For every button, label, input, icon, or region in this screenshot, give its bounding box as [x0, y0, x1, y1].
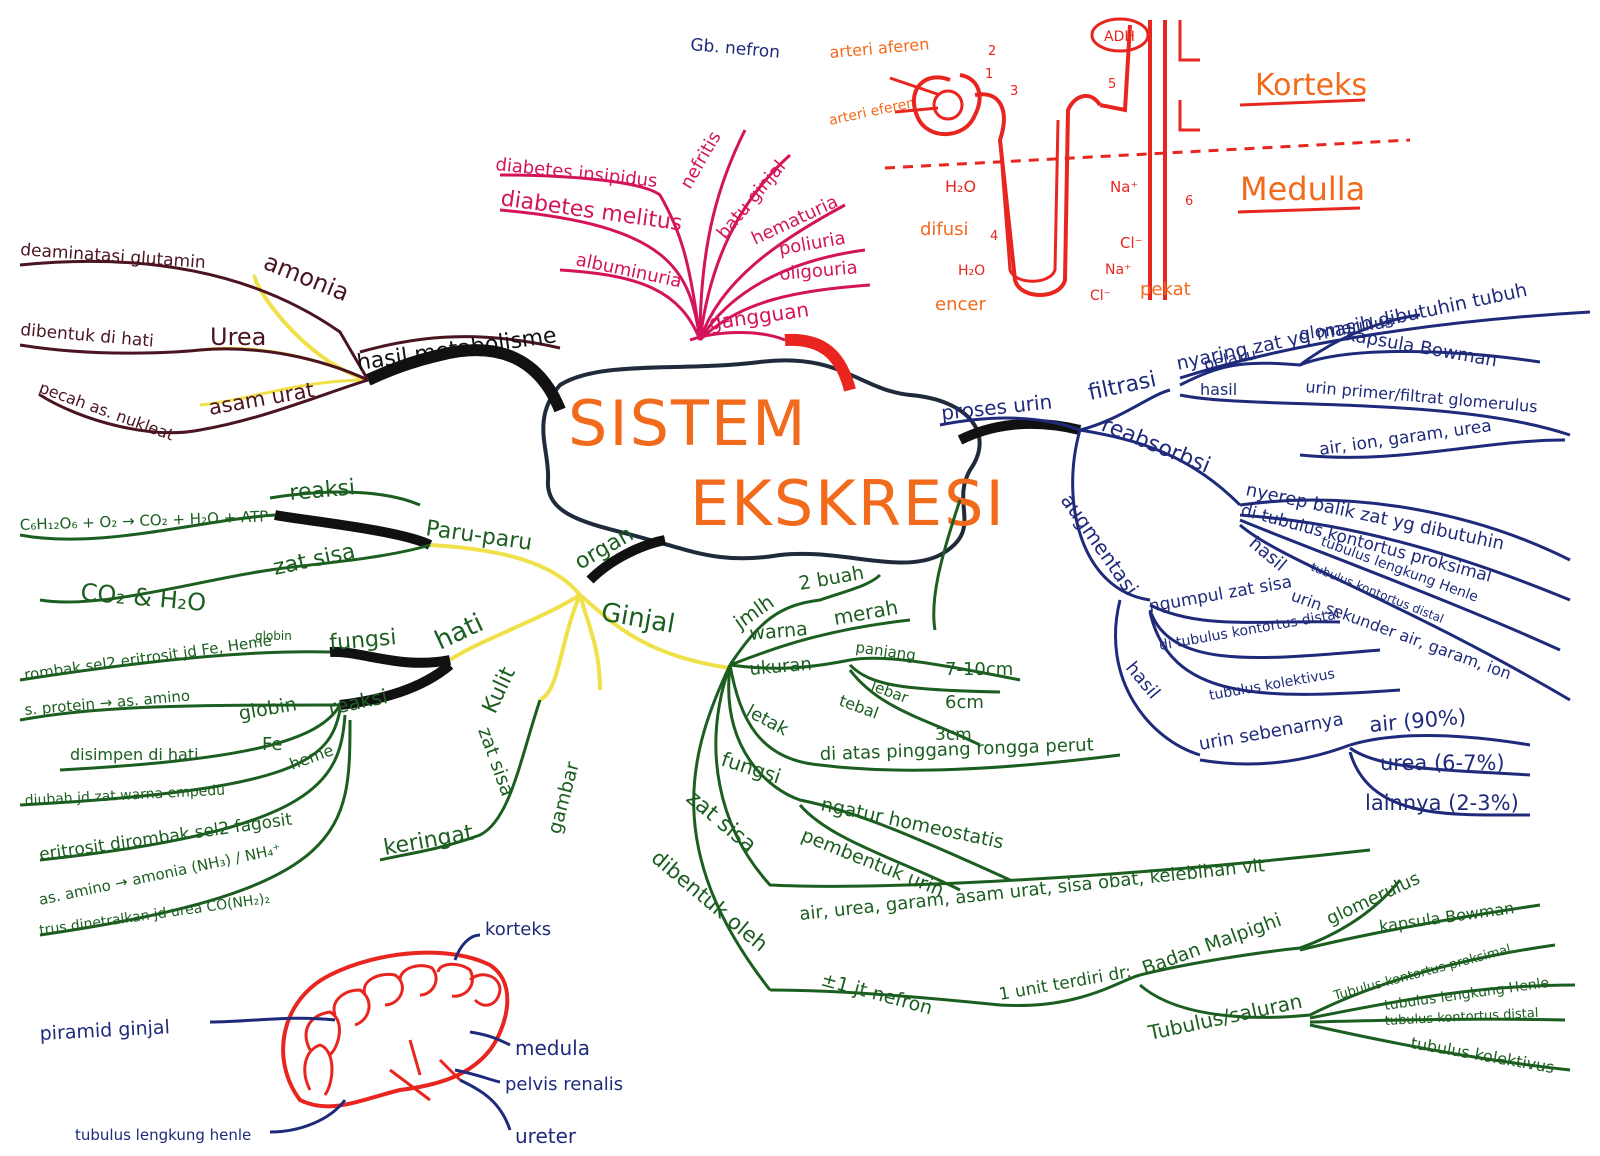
aug-hasil: hasil: [1121, 658, 1164, 704]
hati-fungsi: fungsi: [328, 625, 397, 656]
nephron-korteks: Korteks: [1255, 68, 1367, 103]
ginjal-l-val: 6cm: [945, 692, 984, 713]
branch-metabolisme: hasil metabolisme amonia deaminatasi glu…: [20, 240, 566, 444]
nephron-num-4: 4: [990, 229, 998, 244]
filtrasi-kapsula: kapsula Bowman: [1344, 324, 1498, 371]
hati-globin: globin: [237, 693, 298, 725]
paru-zat-sisa: zat sisa: [271, 539, 358, 581]
ginjal-p-val: 7-10cm: [945, 659, 1013, 680]
aug-lainnya: lainnya (2-3%): [1365, 791, 1519, 815]
kidney-ureter: ureter: [515, 1124, 577, 1148]
ginjal-dua: 2 buah: [797, 562, 866, 595]
kidney-piramid: piramid ginjal: [39, 1016, 170, 1045]
kulit-label: Kulit: [478, 663, 521, 718]
nephron-encer: encer: [935, 294, 986, 315]
aug-desc: ngumpul zat sisa: [1147, 572, 1293, 617]
gangguan-item: oligouria: [779, 257, 859, 285]
metab-asamurat-desc: pecah as. nukleat: [37, 378, 177, 444]
nephron-h2o-2: H₂O: [958, 263, 985, 279]
hati-disimpen: disimpen di hati: [70, 745, 199, 764]
paru-reaksi-desc: C₆H₁₂O₆ + O₂ → CO₂ + H₂O + ATP: [20, 507, 269, 534]
aug-di: di tubulus kontortus distal: [1158, 606, 1341, 654]
nephron-arteri-aferen: arteri aferen: [829, 34, 930, 62]
ginjal-t-val: 3cm: [935, 725, 972, 745]
ginjal-t-item: tubulus kolektivus: [1409, 1033, 1556, 1077]
kidney-diagram: korteks piramid ginjal medula pelvis ren…: [39, 919, 623, 1148]
paru-reaksi: reaksi: [288, 475, 356, 506]
ginjal-dibentuk: dibentuk oleh: [647, 845, 773, 956]
nephron-pekat: pekat: [1140, 279, 1191, 300]
kidney-pelvis: pelvis renalis: [505, 1074, 623, 1095]
nephron-na: Na⁺: [1110, 178, 1138, 196]
ginjal-letak: letak: [743, 701, 793, 741]
branch-organ: organ Paru-paru reaksi C₆H₁₂O₆ + O₂ → CO…: [20, 475, 731, 939]
ginjal-letak-desc: di atas pinggang rongga perut: [819, 734, 1094, 765]
kulit-keringat: keringat: [382, 820, 476, 860]
ginjal-warna: warna: [749, 618, 809, 645]
ginjal-m-kapsula: kapsula Bowman: [1378, 898, 1515, 936]
ginjal-terdiri: 1 unit terdiri dr:: [997, 962, 1133, 1005]
metab-amonia: amonia: [260, 248, 353, 307]
aug-hasil-desc: urin sebenarnya: [1197, 709, 1345, 755]
nephron-num-3: 3: [1010, 84, 1018, 99]
nephron-na-2: Na⁺: [1105, 262, 1131, 278]
hati-protein: s. protein → as. amino: [24, 687, 191, 719]
gangguan-item: nefritis: [676, 128, 726, 193]
kulit-zat-sisa: zat sisa: [473, 724, 518, 799]
hati-fungsi-desc: rombak sel2 eritrosit jd Fe, Heme: [23, 631, 273, 684]
nephron-difusi: difusi: [920, 219, 969, 240]
metab-urea: Urea: [210, 323, 266, 351]
ginjal-nefron: ±1 jt nefron: [819, 969, 935, 1020]
ginjal-gambar: gambar: [544, 759, 584, 836]
ginjal-panjang: panjang: [854, 638, 917, 664]
nephron-num-5: 5: [1108, 77, 1116, 92]
branch-ginjal: Ginjal jmlh 2 buah warna merah ukuran pa…: [544, 499, 1576, 1077]
metab-asamurat: asam urat: [207, 378, 316, 420]
nephron-h2o: H₂O: [945, 177, 976, 196]
aug-air: air (90%): [1368, 705, 1467, 737]
aug-urea: urea (6-7%): [1380, 751, 1505, 775]
nephron-num-1: 1: [985, 67, 993, 82]
kidney-korteks: korteks: [485, 919, 551, 940]
nephron-num-2: 2: [988, 44, 996, 59]
aug-di2: tubulus kolektivus: [1208, 666, 1336, 704]
branch-gangguan: gangguan diabetes insipidus diabetes mel…: [494, 128, 871, 392]
filtrasi-hasil: hasil: [1200, 380, 1237, 399]
hati-label: hati: [430, 608, 488, 656]
augmentasi-label: augmentasi: [1056, 489, 1143, 600]
ginjal-fungsi: fungsi: [718, 747, 784, 789]
hati-fe: Fe: [262, 734, 282, 755]
hati-diubah: diubah jd zat warna empedu: [24, 783, 225, 809]
nephron-title: Gb. nefron: [690, 35, 781, 63]
nephron-cl-2: Cl⁻: [1090, 288, 1111, 304]
nephron-medulla: Medulla: [1240, 170, 1365, 208]
center-title-1: SISTEM: [568, 387, 808, 460]
kidney-tubulus: tubulus lengkung henle: [75, 1126, 251, 1144]
gangguan-item: diabetes insipidus: [494, 154, 658, 192]
ginjal-malpighi: Badan Malpighi: [1139, 909, 1284, 980]
ginjal-title: Ginjal: [599, 597, 677, 639]
kidney-medula: medula: [515, 1036, 590, 1060]
ginjal-ukuran: ukuran: [749, 654, 813, 680]
hati-globin-top: globin: [255, 629, 292, 643]
nephron-cl: Cl⁻: [1120, 234, 1143, 252]
metab-amonia-desc: deaminatasi glutamin: [20, 240, 207, 273]
reab-hasil: hasil: [1245, 533, 1291, 576]
hati-reaksi: reaksi: [326, 684, 390, 720]
nephron-num-6: 6: [1185, 194, 1193, 209]
reabsorbsi-label: reabsorbsi: [1098, 412, 1214, 478]
ginjal-tubulus: Tubulus/saluran: [1145, 989, 1304, 1045]
gangguan-item: albuminuria: [574, 249, 684, 292]
branch-proses-urin: filtrasi nyaring zat yg masih dibutuhin …: [939, 279, 1591, 817]
